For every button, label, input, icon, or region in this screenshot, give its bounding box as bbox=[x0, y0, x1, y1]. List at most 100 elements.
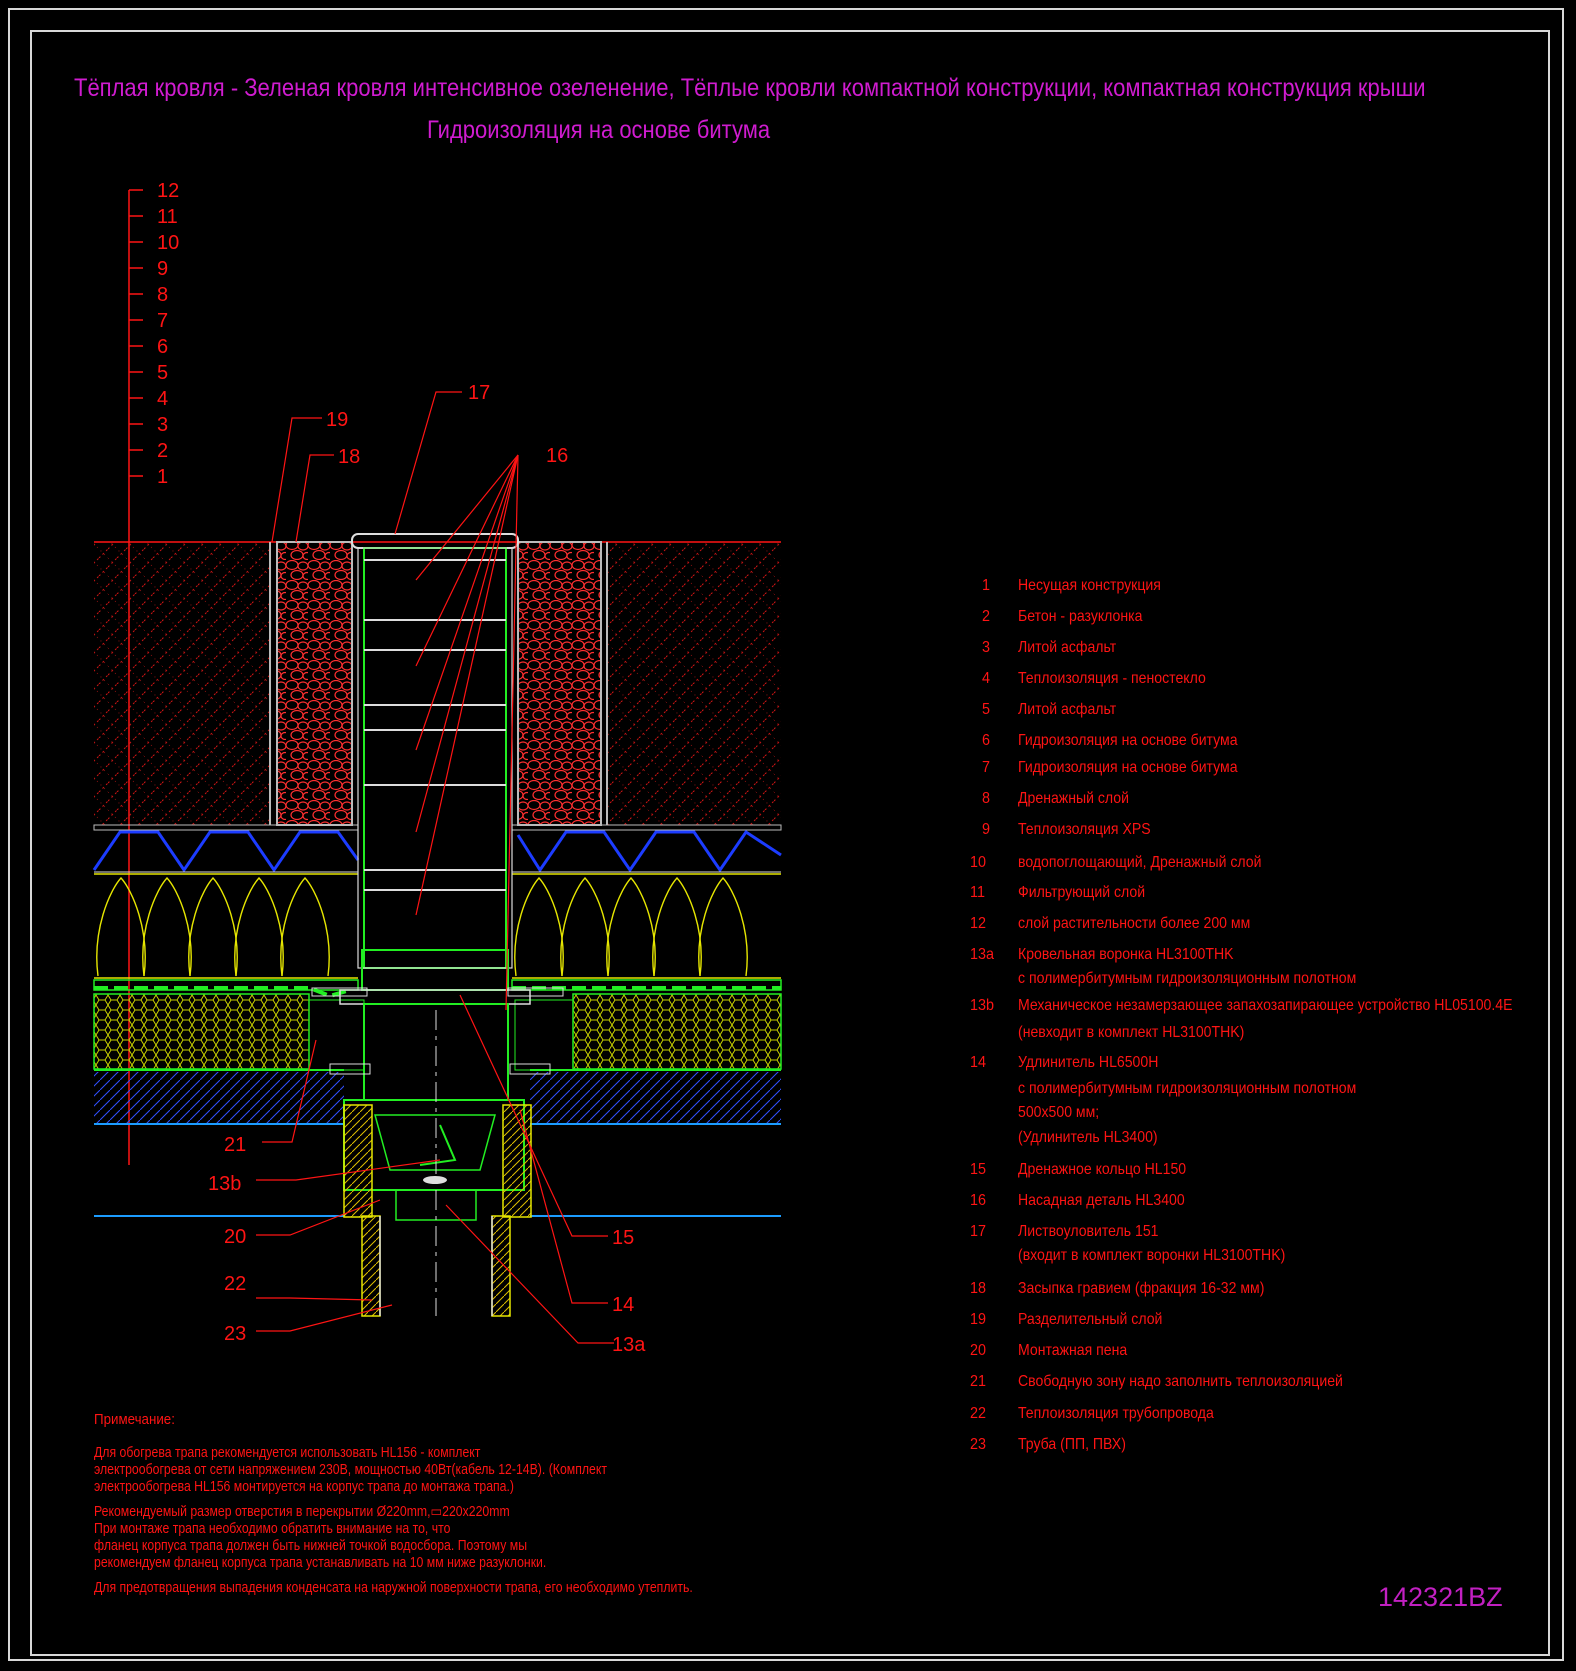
legend-text: Механическое незамерзающее запахозапираю… bbox=[1018, 997, 1513, 1014]
layer-tick-label: 5 bbox=[157, 362, 168, 384]
concrete-slab bbox=[94, 1069, 781, 1217]
legend-text: Гидроизоляция на основе битума bbox=[1018, 759, 1238, 776]
callout-16: 16 bbox=[546, 445, 568, 467]
layer-tick-label: 3 bbox=[157, 414, 168, 436]
xps-loop bbox=[698, 876, 748, 977]
legend-text: Несущая конструкция bbox=[1018, 577, 1161, 594]
callout-17: 17 bbox=[468, 382, 490, 404]
legend-text: 500х500 мм; bbox=[1018, 1104, 1100, 1121]
layer-tick-label: 8 bbox=[157, 284, 168, 306]
callout-13a: 13a bbox=[612, 1334, 646, 1356]
legend-number: 12 bbox=[970, 915, 987, 932]
legend-text: Литой асфальт bbox=[1018, 639, 1117, 656]
note-block: Примечание: Для обогрева трапа рекоменду… bbox=[94, 1412, 801, 1597]
layer-tick-label: 1 bbox=[157, 466, 168, 488]
foam-glass-insulation bbox=[93, 993, 782, 1071]
legend-number: 17 bbox=[970, 1223, 987, 1240]
leader-lines bbox=[256, 391, 614, 1344]
legend-text: Гидроизоляция на основе битума bbox=[1018, 732, 1238, 749]
callout-13b: 13b bbox=[208, 1173, 241, 1195]
layer-tick-label: 4 bbox=[157, 388, 168, 410]
layer-tick-label: 12 bbox=[157, 180, 179, 202]
xps-insulation bbox=[94, 873, 781, 979]
callout-14: 14 bbox=[612, 1294, 634, 1316]
xps-loop bbox=[280, 876, 330, 977]
legend-number: 3 bbox=[982, 639, 991, 656]
legend-number: 8 bbox=[982, 790, 991, 807]
callout-19: 19 bbox=[326, 409, 348, 431]
legend-text: Бетон - разуклонка bbox=[1018, 608, 1143, 625]
legend-text: Листвоуловитель 151 bbox=[1018, 1223, 1159, 1240]
legend-text: Литой асфальт bbox=[1018, 701, 1117, 718]
drain-pipe bbox=[361, 1010, 511, 1317]
legend-text: с полимербитумным гидроизоляционным поло… bbox=[1018, 970, 1357, 987]
legend-number: 23 bbox=[970, 1436, 987, 1453]
legend-text: (невходит в комплект HL3100THK) bbox=[1018, 1024, 1245, 1041]
note-line: При монтаже трапа необходимо обратить вн… bbox=[94, 1521, 451, 1537]
note-line: фланец корпуса трапа должен быть нижней … bbox=[94, 1538, 528, 1554]
legend-number: 5 bbox=[982, 701, 991, 718]
xps-loop bbox=[606, 876, 656, 977]
layer-tick-label: 7 bbox=[157, 310, 168, 332]
legend-text: Теплоизоляция трубопровода bbox=[1018, 1405, 1214, 1422]
xps-loop bbox=[560, 876, 610, 977]
xps-loop bbox=[188, 876, 238, 977]
legend-number: 22 bbox=[970, 1405, 987, 1422]
legend-text: Свободную зону надо заполнить теплоизоля… bbox=[1018, 1373, 1343, 1390]
legend-number: 16 bbox=[970, 1192, 987, 1209]
legend-number: 4 bbox=[982, 670, 991, 687]
legend-text: водопоглощающий, Дренажный слой bbox=[1018, 854, 1262, 871]
note-line: электрообогрева HL156 монтируется на кор… bbox=[94, 1479, 515, 1495]
callout-23: 23 bbox=[224, 1323, 246, 1345]
note-line: Рекомендуемый размер отверстия в перекры… bbox=[94, 1504, 510, 1520]
legend-text: (входит в комплект воронки HL3100THK) bbox=[1018, 1247, 1286, 1264]
xps-loop bbox=[652, 876, 702, 977]
note-line: Для предотвращения выпадения конденсата … bbox=[94, 1580, 693, 1596]
legend-text: Труба (ПП, ПВХ) bbox=[1018, 1436, 1126, 1453]
drawing-subtitle: Гидроизоляция на основе битума bbox=[427, 116, 771, 144]
note-line: Для обогрева трапа рекомендуется использ… bbox=[94, 1445, 481, 1461]
legend-text: Теплоизоляция XPS bbox=[1018, 821, 1151, 838]
legend-text: Удлинитель HL6500H bbox=[1018, 1054, 1159, 1071]
legend-number: 14 bbox=[970, 1054, 987, 1071]
note-heading: Примечание: bbox=[94, 1412, 175, 1428]
legend-text: Засыпка гравием (фракция 16-32 мм) bbox=[1018, 1280, 1265, 1297]
outer-frame bbox=[8, 8, 1564, 1661]
note-line: рекомендуем фланец корпуса трапа устанав… bbox=[94, 1555, 547, 1571]
legend-text: Монтажная пена bbox=[1018, 1342, 1128, 1359]
legend-number: 9 bbox=[982, 821, 991, 838]
legend-text: Теплоизоляция - пеностекло bbox=[1018, 670, 1206, 687]
note-line: электрообогрева от сети напряжением 230В… bbox=[94, 1462, 607, 1478]
callout-20: 20 bbox=[224, 1226, 246, 1248]
legend-text: Дренажный слой bbox=[1018, 790, 1130, 807]
layer-tick-label: 2 bbox=[157, 440, 168, 462]
xps-loop bbox=[514, 876, 564, 977]
legend-number: 2 bbox=[982, 608, 991, 625]
xps-loop bbox=[142, 876, 192, 977]
legend-number: 13a bbox=[970, 946, 995, 963]
layer-tick-label: 10 bbox=[157, 232, 179, 254]
layer-tick-label: 9 bbox=[157, 258, 168, 280]
gravel-infill bbox=[269, 541, 608, 826]
callout-15: 15 bbox=[612, 1227, 634, 1249]
mounting-foam bbox=[343, 1104, 532, 1218]
callout-18: 18 bbox=[338, 446, 360, 468]
drain-riser bbox=[311, 533, 564, 1221]
callout-22: 22 bbox=[224, 1273, 246, 1295]
xps-loop bbox=[96, 876, 146, 977]
xps-loop bbox=[234, 876, 284, 977]
legend-text: Кровельная воронка HL3100THK bbox=[1018, 946, 1234, 963]
legend-text: Разделительный слой bbox=[1018, 1311, 1163, 1328]
legend-number: 18 bbox=[970, 1280, 987, 1297]
drainage-layer bbox=[92, 829, 782, 873]
legend-text: с полимербитумным гидроизоляционным поло… bbox=[1018, 1080, 1357, 1097]
legend-text: Дренажное кольцо HL150 bbox=[1018, 1161, 1187, 1178]
drawing-code: 142321BZ bbox=[1378, 1582, 1503, 1612]
legend-number: 13b bbox=[970, 997, 995, 1014]
drawing-title: Тёплая кровля - Зеленая кровля интенсивн… bbox=[74, 74, 1426, 102]
legend-number: 10 bbox=[970, 854, 987, 871]
legend-text: Насадная деталь HL3400 bbox=[1018, 1192, 1185, 1209]
legend-number: 21 bbox=[970, 1373, 987, 1390]
